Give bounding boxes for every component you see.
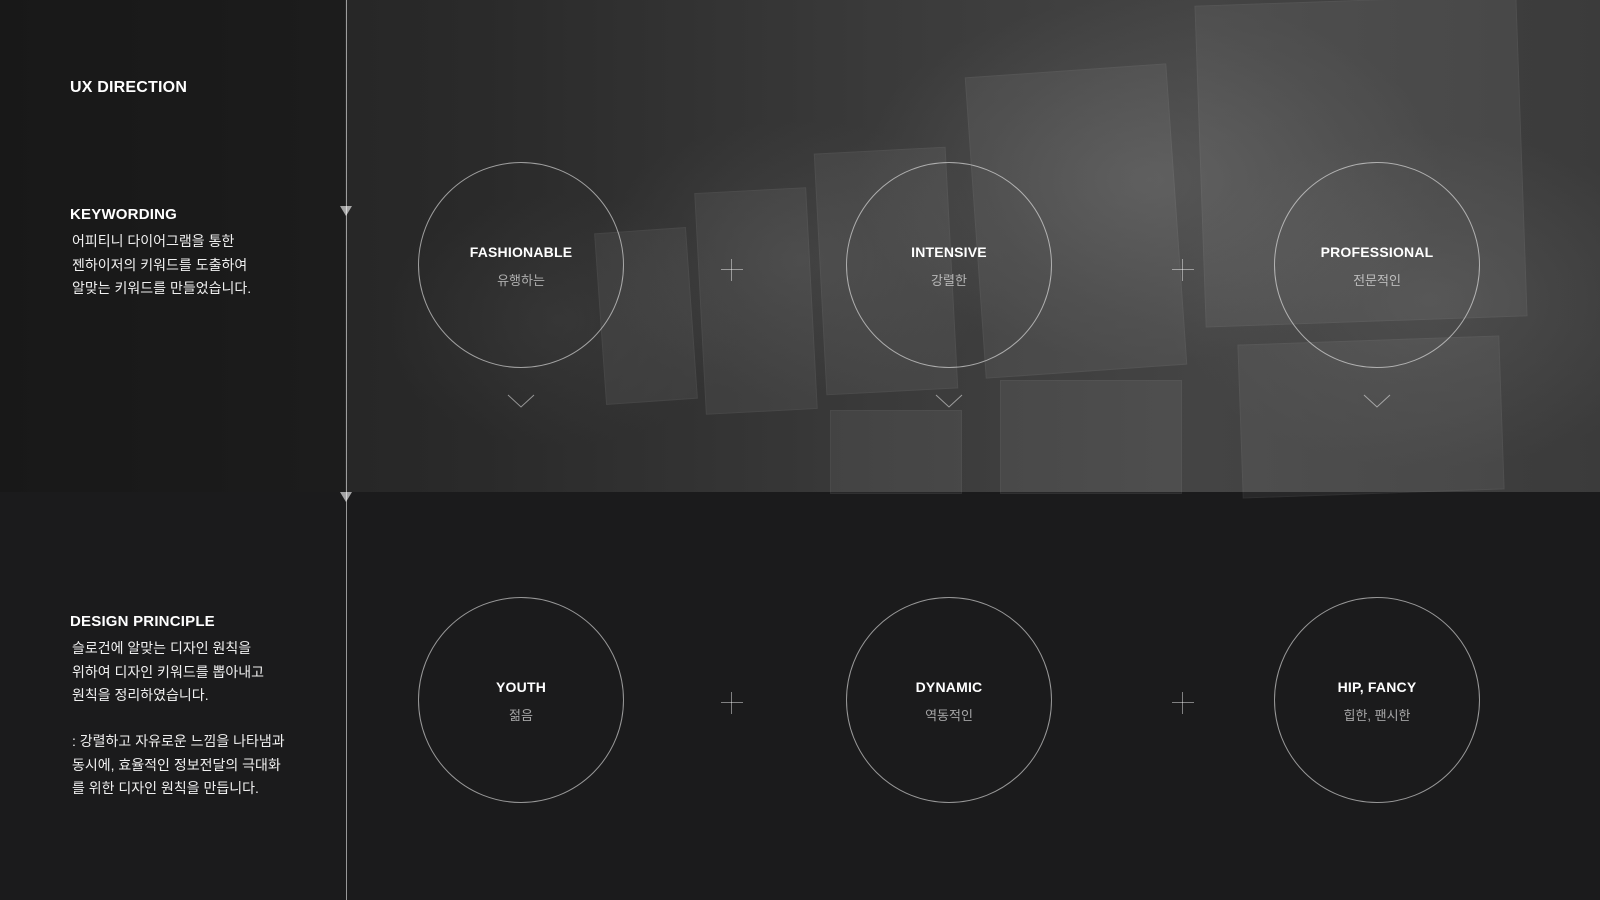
triangle-marker-icon — [340, 206, 352, 216]
keyword-label: FASHIONABLE — [469, 243, 573, 260]
triangle-marker-icon — [340, 492, 352, 502]
chevron-down-icon — [935, 394, 963, 408]
keywording-heading: KEYWORDING — [70, 206, 177, 223]
keywording-description: 어피티니 다이어그램을 통한 젠하이저의 키워드를 도출하여 알맞는 키워드를 … — [72, 233, 252, 296]
keyword-circle-professional: PROFESSIONAL 전문적인 — [1274, 162, 1480, 368]
principle-circle-dynamic: DYNAMIC 역동적인 — [846, 597, 1052, 803]
keyword-translation: 유행하는 — [497, 272, 545, 288]
principle-translation: 힙한, 팬시한 — [1343, 707, 1411, 723]
plus-icon — [1172, 259, 1194, 281]
principle-label: HIP, FANCY — [1337, 678, 1417, 695]
principle-translation: 역동적인 — [925, 707, 973, 723]
plus-icon — [721, 692, 743, 714]
plus-icon — [721, 259, 743, 281]
chevron-down-icon — [1363, 394, 1391, 408]
principle-circle-youth: YOUTH 젊음 — [418, 597, 624, 803]
principle-circle-hip-fancy: HIP, FANCY 힙한, 팬시한 — [1274, 597, 1480, 803]
keyword-circle-fashionable: FASHIONABLE 유행하는 — [418, 162, 624, 368]
design-principle-description: 슬로건에 알맞는 디자인 원칙을 위하여 디자인 키워드를 뽑아내고 원칙을 정… — [72, 640, 264, 703]
keyword-translation: 전문적인 — [1353, 272, 1401, 288]
keyword-circle-intensive: INTENSIVE 강렬한 — [846, 162, 1052, 368]
design-principle-heading: DESIGN PRINCIPLE — [70, 613, 215, 630]
section-title: UX DIRECTION — [70, 79, 188, 96]
plus-icon — [1172, 692, 1194, 714]
principle-translation: 젊음 — [509, 707, 533, 723]
keyword-label: PROFESSIONAL — [1320, 243, 1434, 260]
keyword-label: INTENSIVE — [911, 243, 987, 260]
keyword-translation: 강렬한 — [931, 272, 967, 288]
vertical-divider — [346, 0, 347, 900]
chevron-down-icon — [507, 394, 535, 408]
principle-label: DYNAMIC — [915, 678, 983, 695]
principle-label: YOUTH — [496, 678, 546, 695]
design-principle-note: : 강렬하고 자유로운 느낌을 나타냄과 동시에, 효율적인 정보전달의 극대화… — [72, 733, 285, 796]
